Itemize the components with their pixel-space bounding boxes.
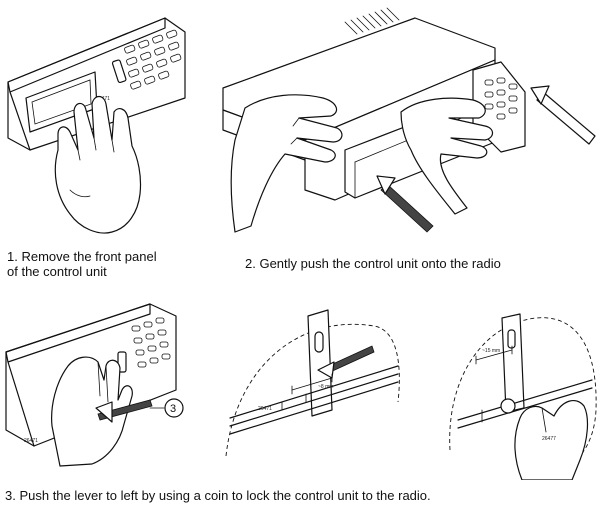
panel1-svg: 26471 bbox=[7, 17, 186, 234]
step-1-caption: 1. Remove the front panel of the control… bbox=[7, 249, 157, 279]
step-2-caption-line1: 2. Gently push the control unit onto the… bbox=[245, 256, 501, 271]
panel4-svg: ~8 mm 26471 bbox=[225, 309, 400, 457]
illustration-lock-detail: ~15 mm 26477 bbox=[442, 300, 602, 480]
step-2-caption: 2. Gently push the control unit onto the… bbox=[245, 256, 501, 271]
step-3-caption: 3. Push the lever to left by using a coi… bbox=[5, 488, 431, 503]
panel5-svg: ~15 mm 26477 bbox=[449, 313, 597, 480]
illustration-remove-front-panel: 26471 bbox=[0, 0, 200, 240]
illustration-lock-with-coin: 26471 3 bbox=[0, 296, 200, 480]
hand-with-coin-icon bbox=[500, 398, 589, 480]
illustration-lever-detail: ~8 mm 26471 bbox=[222, 306, 402, 480]
keypad-buttons bbox=[124, 29, 182, 90]
measurement-marker: ~15 mm bbox=[475, 345, 513, 365]
keypad-buttons bbox=[484, 77, 518, 120]
left-hand-icon bbox=[230, 94, 343, 233]
detail-outline bbox=[225, 323, 400, 457]
callout-marker: 3 bbox=[149, 398, 184, 418]
keypad-buttons bbox=[131, 317, 171, 368]
panel4-code-label: 26471 bbox=[258, 406, 272, 412]
push-arrow-right-icon bbox=[530, 85, 596, 145]
panel5-code-label: 26477 bbox=[542, 436, 556, 442]
push-arrow-left-icon bbox=[376, 175, 434, 233]
measurement-marker: ~8 mm bbox=[291, 373, 333, 395]
coin-lever-arrow-icon bbox=[95, 399, 153, 423]
panel3-svg: 26471 3 bbox=[5, 303, 184, 467]
step-3-caption-line1: 3. Push the lever to left by using a coi… bbox=[5, 488, 431, 503]
illustration-push-control-unit bbox=[205, 0, 604, 250]
step-1-caption-line2: of the control unit bbox=[7, 264, 107, 279]
panel4-measure-label: ~8 mm bbox=[318, 384, 333, 390]
lever-arrow-icon bbox=[317, 345, 375, 379]
hand-icon bbox=[54, 95, 142, 234]
panel3-code-label: 26471 bbox=[24, 438, 38, 444]
panel3-callout-number: 3 bbox=[170, 403, 176, 415]
hand-icon bbox=[51, 356, 133, 467]
heatsink-fins bbox=[344, 7, 400, 35]
panel5-measure-label: ~15 mm bbox=[482, 348, 500, 354]
mounting-frame bbox=[229, 309, 399, 435]
panel2-svg bbox=[222, 7, 596, 233]
right-hand-icon bbox=[400, 97, 494, 215]
step-1-caption-line1: 1. Remove the front panel bbox=[7, 249, 157, 264]
mounting-frame bbox=[457, 313, 593, 429]
